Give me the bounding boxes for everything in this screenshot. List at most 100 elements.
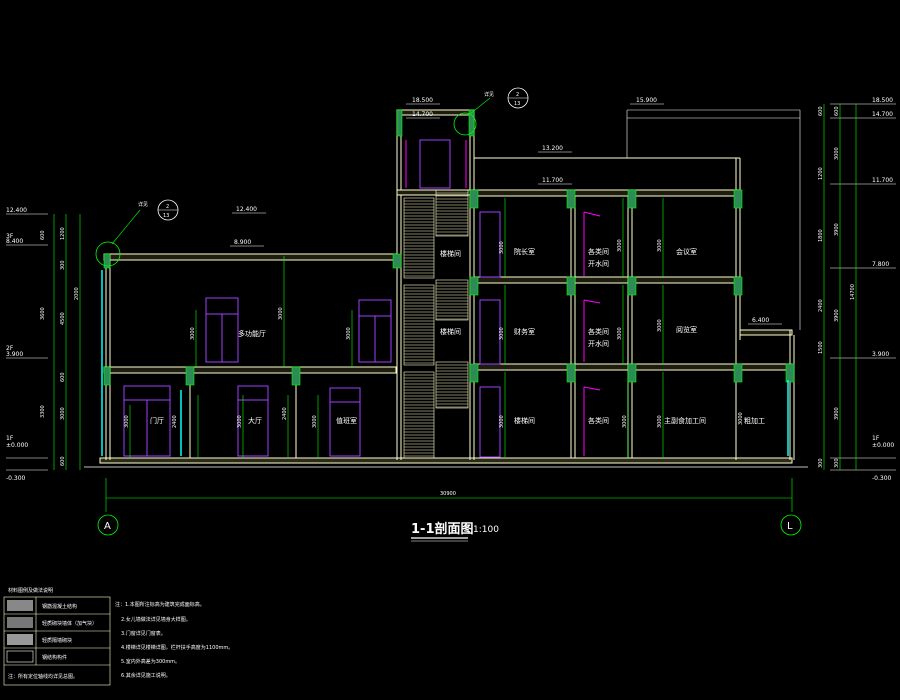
- note-line: 2.女儿墙做法详见墙身大样图。: [121, 616, 191, 623]
- legend-item: 钢筋混凝土结构: [42, 603, 77, 610]
- level-value: 12.400: [6, 207, 27, 214]
- legend: 材料图例及做法说明 钢筋混凝土结构 轻质砌块墙体（加气块） 轻质隔墙砌块 钢结构…: [3, 587, 111, 686]
- level-value: 6.400: [752, 317, 769, 324]
- room-label: 会议室: [676, 247, 697, 256]
- dim-value: 3900: [834, 223, 840, 236]
- room-label: 开水间: [588, 259, 609, 268]
- dim-value: 1200: [818, 167, 824, 180]
- room-dim: 2400: [282, 407, 288, 420]
- dim-value: 300: [818, 458, 824, 468]
- left-levels: 3F 12.400 8.400 2F 3.900 1F ±0.000 -0.30…: [6, 207, 28, 482]
- dim-value: 600: [40, 230, 46, 240]
- legend-swatch: [7, 634, 33, 645]
- level-name: 1F: [6, 435, 14, 442]
- callout-label: 详见: [484, 91, 494, 98]
- room-label: 门厅: [150, 416, 164, 425]
- room-dim: 3000: [499, 415, 505, 428]
- axis-label: L: [787, 521, 793, 532]
- level-value: 18.500: [412, 97, 433, 104]
- callout-num: 2: [516, 92, 519, 98]
- detail-callout-2: 详见 2 13: [95, 199, 179, 267]
- room-label: 值班室: [336, 416, 357, 425]
- room-label: 各类间: [588, 327, 609, 336]
- room-dim: 3000: [190, 327, 196, 340]
- room-label: 楼梯间: [514, 416, 535, 425]
- room-dimensions: 3000 3000 3000 3000 2400 3000 2400 3000 …: [124, 239, 744, 428]
- axis-bubble-left: A: [97, 514, 119, 536]
- room-dim: 3000: [657, 415, 663, 428]
- level-value: 8.900: [234, 239, 251, 246]
- dim-value: 3900: [834, 407, 840, 420]
- room-label: 各类间: [588, 416, 609, 425]
- notes: 注：1.本图所注标高为建筑完成面标高。 2.女儿墙做法详见墙身大样图。 3.门窗…: [115, 601, 233, 679]
- legend-swatch: [6, 650, 34, 663]
- note-line: 4.楼梯详见楼梯详图，栏杆扶手高度为1100mm。: [121, 644, 233, 651]
- legend-footer: 注：所有定位轴线均详见总图。: [8, 673, 78, 680]
- dim-value: 4500: [60, 312, 66, 325]
- dim-value: 300: [834, 458, 840, 468]
- room-label: 大厅: [248, 416, 262, 425]
- room-label: 主副食加工间: [664, 416, 706, 425]
- level-value: 14.700: [872, 111, 893, 118]
- level-value: -0.300: [872, 475, 892, 482]
- left-dimension-stack: [6, 213, 81, 471]
- level-value: 11.700: [542, 177, 563, 184]
- level-value: 15.900: [636, 97, 657, 104]
- column-blocks: [103, 109, 795, 386]
- drawing-scale: 1:100: [473, 525, 499, 535]
- dim-total: 14700: [850, 284, 856, 300]
- room-label: 粗加工: [744, 416, 765, 425]
- level-value: 8.400: [6, 238, 23, 245]
- axis-bubble-right: L: [780, 514, 802, 536]
- level-value: 13.200: [542, 145, 563, 152]
- total-length: 30900: [440, 491, 456, 497]
- level-name: 3F: [6, 233, 14, 240]
- stair-flight: [403, 371, 435, 459]
- left-dim-values: 600 1200 3600 4500 3300 300 2000 600 300…: [40, 227, 80, 466]
- note-line: 注：1.本图所注标高为建筑完成面标高。: [115, 601, 205, 608]
- level-value: 14.700: [412, 111, 433, 118]
- dim-value: 2400: [818, 299, 824, 312]
- room-label: 开水间: [588, 339, 609, 348]
- dim-value: 3300: [40, 405, 46, 418]
- room-dim: 3000: [312, 415, 318, 428]
- dim-value: 600: [60, 372, 66, 382]
- dim-value: 1800: [818, 229, 824, 242]
- stair-flight: [403, 197, 435, 279]
- room-label: 多功能厅: [238, 329, 266, 338]
- room-label: 楼梯间: [440, 327, 461, 336]
- room-dim: 3000: [657, 239, 663, 252]
- room-dim: 3000: [657, 319, 663, 332]
- legend-item: 轻质砌块墙体（加气块）: [42, 620, 97, 627]
- stair-flight: [435, 279, 469, 321]
- right-levels: 18.500 14.700 11.700 7.800 3.900 1F ±0.0…: [872, 97, 894, 482]
- room-dim: 3000: [346, 327, 352, 340]
- detail-callout-1: 详见 2 13: [453, 87, 529, 136]
- drawing-title-block: 1-1剖面图 1:100: [411, 521, 499, 542]
- callout-num: 2: [166, 204, 169, 210]
- level-name: 2F: [6, 345, 14, 352]
- callout-sheet: 13: [163, 213, 169, 219]
- level-value: 18.500: [872, 97, 893, 104]
- callout-sheet: 13: [514, 101, 520, 107]
- dim-value: 600: [818, 106, 824, 116]
- dim-value: 1500: [818, 341, 824, 354]
- room-label: 阅览室: [676, 325, 697, 334]
- note-line: 5.室内外高差为300mm。: [121, 658, 180, 665]
- dim-value: 300: [60, 260, 66, 270]
- dim-value: 3600: [40, 307, 46, 320]
- level-name: 1F: [872, 435, 880, 442]
- room-dim: 2400: [172, 415, 178, 428]
- dim-value: 3900: [834, 309, 840, 322]
- top-level-markers: [230, 103, 782, 325]
- overall-dimension: 30900: [105, 478, 793, 512]
- room-dim: 3000: [124, 415, 130, 428]
- room-label: 院长室: [514, 247, 535, 256]
- right-dimension-stack: [823, 103, 896, 471]
- room-dim: 3000: [499, 327, 505, 340]
- legend-swatch: [7, 617, 33, 628]
- room-dim: 3000: [622, 415, 628, 428]
- room-label: 财务室: [514, 327, 535, 336]
- stair-flight: [403, 284, 435, 366]
- top-level-values: 18.500 14.700 15.900 13.200 11.700 12.40…: [234, 97, 769, 324]
